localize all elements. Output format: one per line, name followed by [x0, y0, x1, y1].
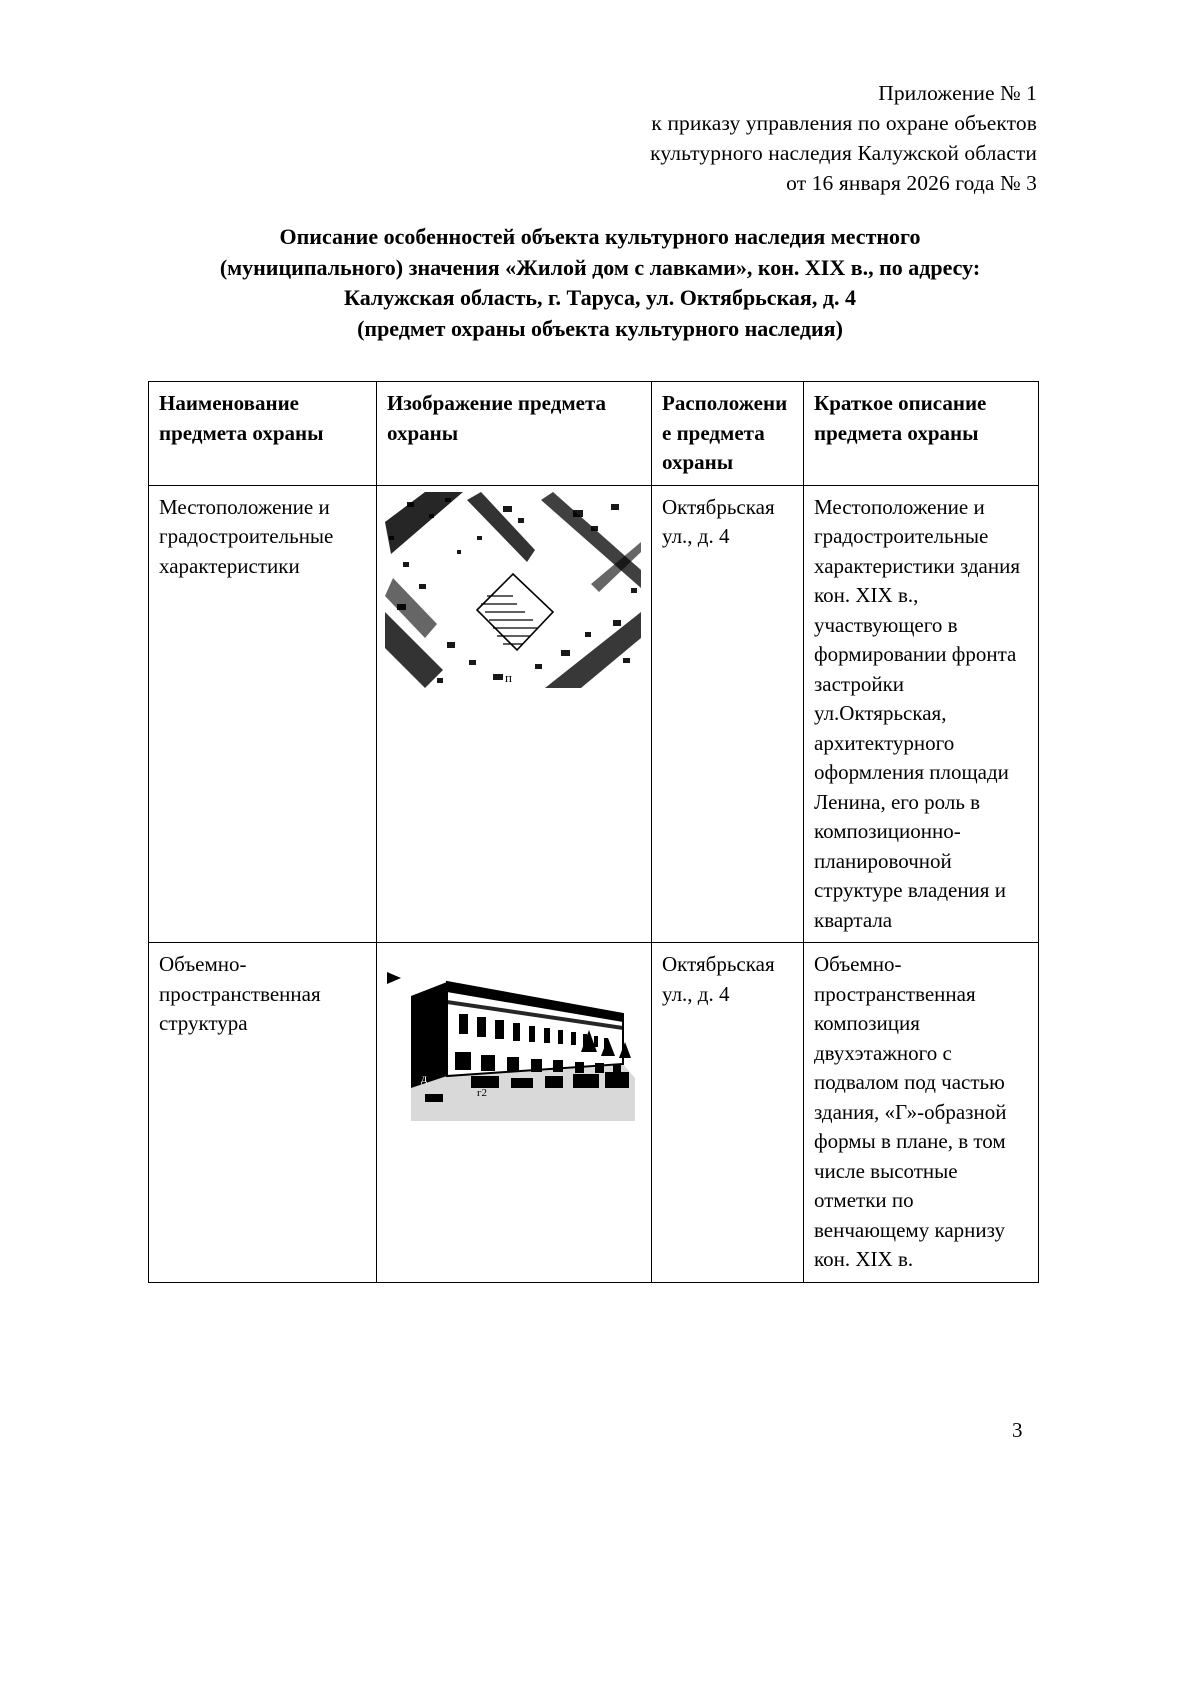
- cell-subject-location: Октябрьская ул., д. 4: [651, 942, 804, 1283]
- svg-text:п: п: [505, 670, 512, 685]
- cell-subject-description: Объемно-пространственная композиция двух…: [803, 942, 1039, 1283]
- svg-text:г2: г2: [477, 1087, 487, 1099]
- appendix-header-line-4: от 16 января 2026 года № 3: [786, 171, 1037, 195]
- cell-subject-location: Октябрьская ул., д. 4: [651, 484, 804, 943]
- site-plan-figure: п: [385, 491, 641, 688]
- page-title-line-1: Описание особенностей объекта культурног…: [279, 224, 921, 249]
- table-row: Местоположение и градостроительные харак…: [148, 484, 1039, 943]
- svg-text:д: д: [421, 1071, 427, 1085]
- subject-description-text: Объемно-пространственная композиция двух…: [814, 952, 1007, 1271]
- building-photo-figure: д г2: [385, 956, 635, 1121]
- appendix-header: Приложение № 1 к приказу управления по о…: [517, 78, 1037, 198]
- cell-subject-image: п: [376, 484, 652, 943]
- site-plan-image: п: [385, 491, 641, 688]
- column-header-description: Краткое описание предмета охраны: [803, 381, 1039, 486]
- subject-name-text: Объемно-пространственная структура: [159, 952, 321, 1035]
- appendix-header-line-2: к приказу управления по охране объектов: [651, 111, 1037, 135]
- page-number: 3: [1012, 1418, 1023, 1442]
- cell-subject-name: Местоположение и градостроительные харак…: [148, 484, 377, 943]
- subject-location-text: Октябрьская ул., д. 4: [662, 494, 775, 549]
- appendix-header-line-3: культурного наследия Калужской области: [650, 141, 1037, 165]
- table-header-row: Наименование предмета охраны Изображение…: [148, 381, 1039, 486]
- page-title-line-3: Калужская область, г. Таруса, ул. Октябр…: [344, 285, 856, 310]
- appendix-header-line-1: Приложение № 1: [878, 81, 1037, 105]
- column-header-name: Наименование предмета охраны: [148, 381, 377, 486]
- cell-subject-description: Местоположение и градостроительные харак…: [803, 484, 1039, 943]
- page-title: Описание особенностей объекта культурног…: [150, 222, 1050, 344]
- page-title-line-2: (муниципального) значения «Жилой дом с л…: [219, 254, 981, 280]
- subject-name-text: Местоположение и градостроительные харак…: [159, 494, 334, 578]
- building-photo-image: д г2: [385, 956, 635, 1121]
- subject-description-text: Местоположение и градостроительные харак…: [814, 494, 1021, 932]
- cell-subject-name: Объемно-пространственная структура: [148, 942, 377, 1283]
- table-row: Объемно-пространственная структура: [148, 942, 1039, 1283]
- protection-subject-table: Наименование предмета охраны Изображение…: [148, 381, 1039, 1283]
- subject-location-text: Октябрьская ул., д. 4: [662, 952, 775, 1006]
- cell-subject-image: д г2: [376, 942, 652, 1283]
- page-title-line-4: (предмет охраны объекта культурного насл…: [357, 315, 843, 341]
- column-header-image: Изображение предмета охраны: [376, 381, 652, 486]
- column-header-location: Расположени е предмета охраны: [651, 381, 804, 486]
